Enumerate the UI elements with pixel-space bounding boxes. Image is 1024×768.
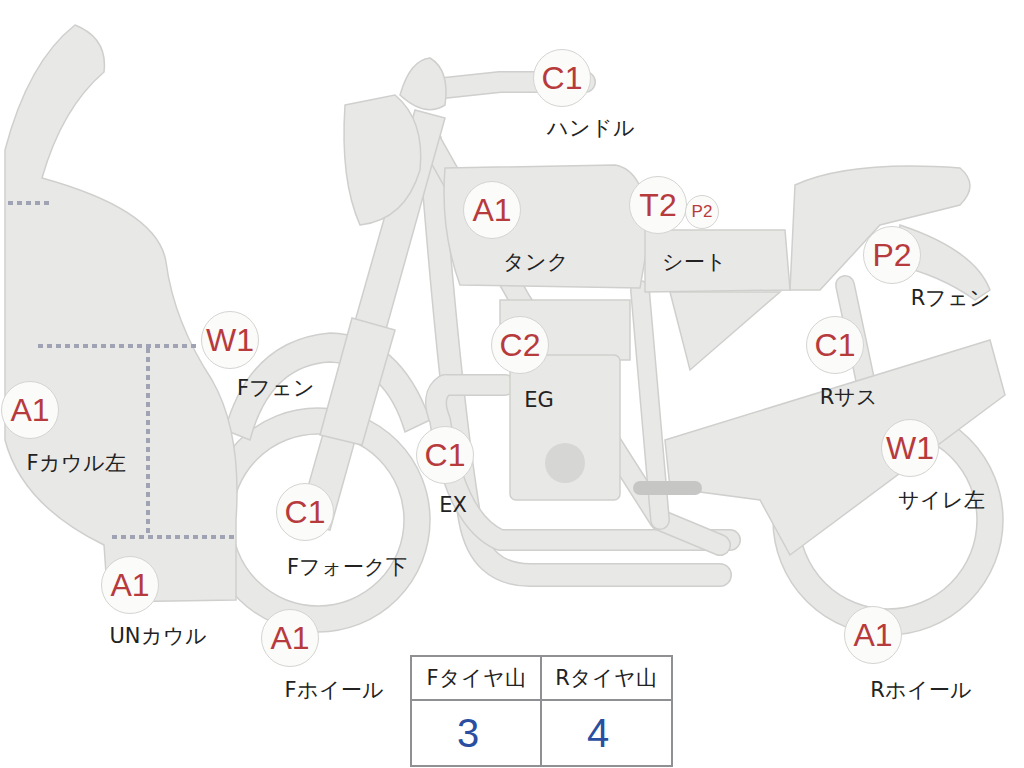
damage-code: A1 — [845, 607, 901, 663]
circle-callout: A1タンク — [463, 181, 521, 239]
damage-code: C2 — [492, 317, 548, 373]
circle-callout: A1UNカウル — [101, 556, 159, 614]
damage-code: C1 — [807, 317, 863, 373]
circle-callout: C2EG — [491, 316, 549, 374]
damage-code: A1 — [2, 382, 58, 438]
circle-callout: T2シート — [629, 176, 687, 234]
damage-code: C1 — [534, 50, 590, 106]
circle-callout: P2Rフェン — [863, 226, 921, 284]
damage-code: W1 — [202, 312, 258, 368]
circle-callout: A1Fカウル左 — [1, 381, 59, 439]
part-name: EG — [524, 389, 554, 412]
damage-code: P2 — [686, 196, 718, 228]
damage-code: A1 — [102, 557, 158, 613]
part-name: Fカウル左 — [26, 452, 125, 475]
part-name: Rホイール — [870, 679, 972, 702]
circle-callout: W1サイレ左 — [881, 419, 939, 477]
circle-callout: C1EX — [416, 426, 474, 484]
damage-code: W1 — [882, 420, 938, 476]
part-name: Fフォーク下 — [287, 556, 407, 579]
damage-code: A1 — [464, 182, 520, 238]
part-name: EX — [439, 494, 467, 517]
damage-code: P2 — [864, 227, 920, 283]
circle-callout: C1Fフォーク下 — [276, 483, 334, 541]
part-name: タンク — [503, 251, 569, 274]
table-header: Fタイヤ山 — [426, 664, 525, 692]
circle-callout: A1Rホイール — [844, 606, 902, 664]
part-name: Rサス — [820, 386, 879, 409]
circle-callout: W1Fフェン — [201, 311, 259, 369]
part-name: UNカウル — [109, 625, 206, 648]
part-name: ハンドル — [547, 117, 635, 140]
damage-code: T2 — [630, 177, 686, 233]
tread-value: 3 — [457, 711, 479, 756]
part-name: Fフェン — [237, 377, 315, 400]
part-name: サイレ左 — [898, 489, 985, 512]
table-header: Rタイヤ山 — [555, 664, 657, 692]
circle-callout: A1Fホイール — [261, 609, 319, 667]
part-name: シート — [662, 251, 727, 274]
circle-callout: P2 — [685, 195, 719, 229]
damage-code: C1 — [417, 427, 473, 483]
damage-code: C1 — [277, 484, 333, 540]
tread-value: 4 — [587, 711, 609, 756]
part-name: Rフェン — [911, 287, 992, 310]
part-name: Fホイール — [284, 679, 383, 702]
damage-code: A1 — [262, 610, 318, 666]
circle-callout: C1ハンドル — [533, 49, 591, 107]
circle-callout: C1Rサス — [806, 316, 864, 374]
